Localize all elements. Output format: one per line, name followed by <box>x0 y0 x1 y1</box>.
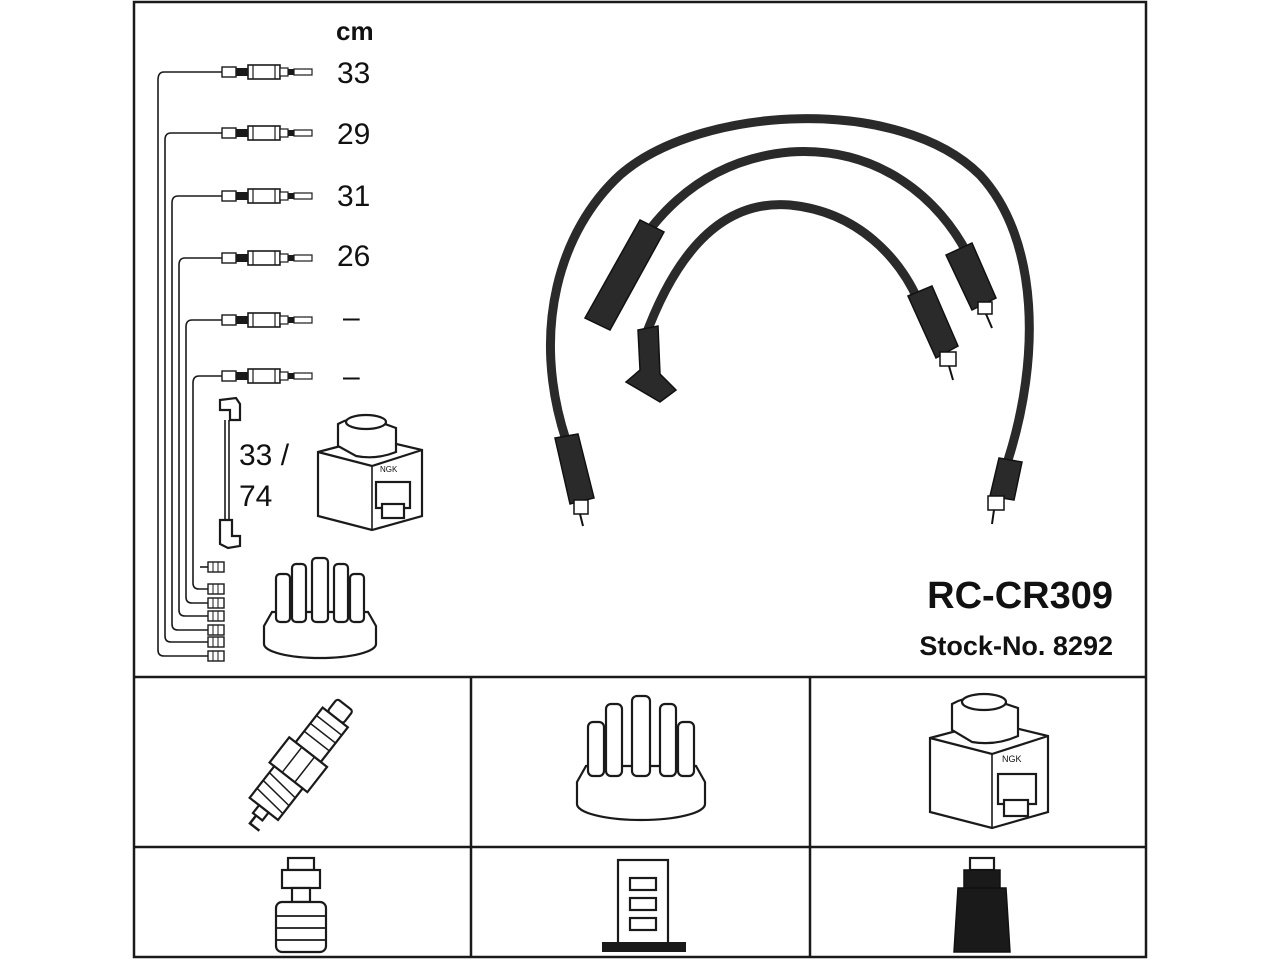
ignition-cable-set-icon <box>546 114 1034 527</box>
connector-6 <box>221 368 313 384</box>
ignition-coil-large-icon: NGK <box>928 692 1050 830</box>
connector-5 <box>221 312 313 328</box>
plug-terminal-icon <box>274 856 328 954</box>
coil-terminal-icon <box>953 856 1011 953</box>
length-label-1: 33 <box>337 57 370 90</box>
connector-3 <box>221 188 313 204</box>
length-label-3: 31 <box>337 180 370 213</box>
diagram-frame <box>132 0 1148 959</box>
connector-1 <box>221 64 313 80</box>
length-label-4: 26 <box>337 240 370 273</box>
product-model: RC-CR309 <box>927 575 1113 617</box>
cap-terminal-icon <box>602 858 686 952</box>
coil-lead-length-top: 33 / <box>239 439 290 472</box>
ignition-coil-icon: NGK <box>316 413 424 532</box>
length-label-5: – <box>343 301 360 334</box>
distributor-cap-large-icon <box>575 694 707 822</box>
distributor-cap-icon <box>262 556 378 660</box>
svg-text:NGK: NGK <box>380 465 398 474</box>
spark-plug-icon <box>248 698 353 832</box>
coil-lead-length-bottom: 74 <box>239 480 272 513</box>
cap-stub-connectors <box>207 561 225 662</box>
svg-text:NGK: NGK <box>1002 754 1022 764</box>
unit-label: cm <box>336 16 374 46</box>
plug-connectors <box>221 64 313 384</box>
connector-2 <box>221 125 313 141</box>
harness-schematic <box>157 71 222 657</box>
stock-number: Stock-No. 8292 <box>919 631 1113 661</box>
connector-4 <box>221 250 313 266</box>
length-label-2: 29 <box>337 118 370 151</box>
length-label-6: – <box>343 360 360 393</box>
coil-lead <box>218 396 242 550</box>
